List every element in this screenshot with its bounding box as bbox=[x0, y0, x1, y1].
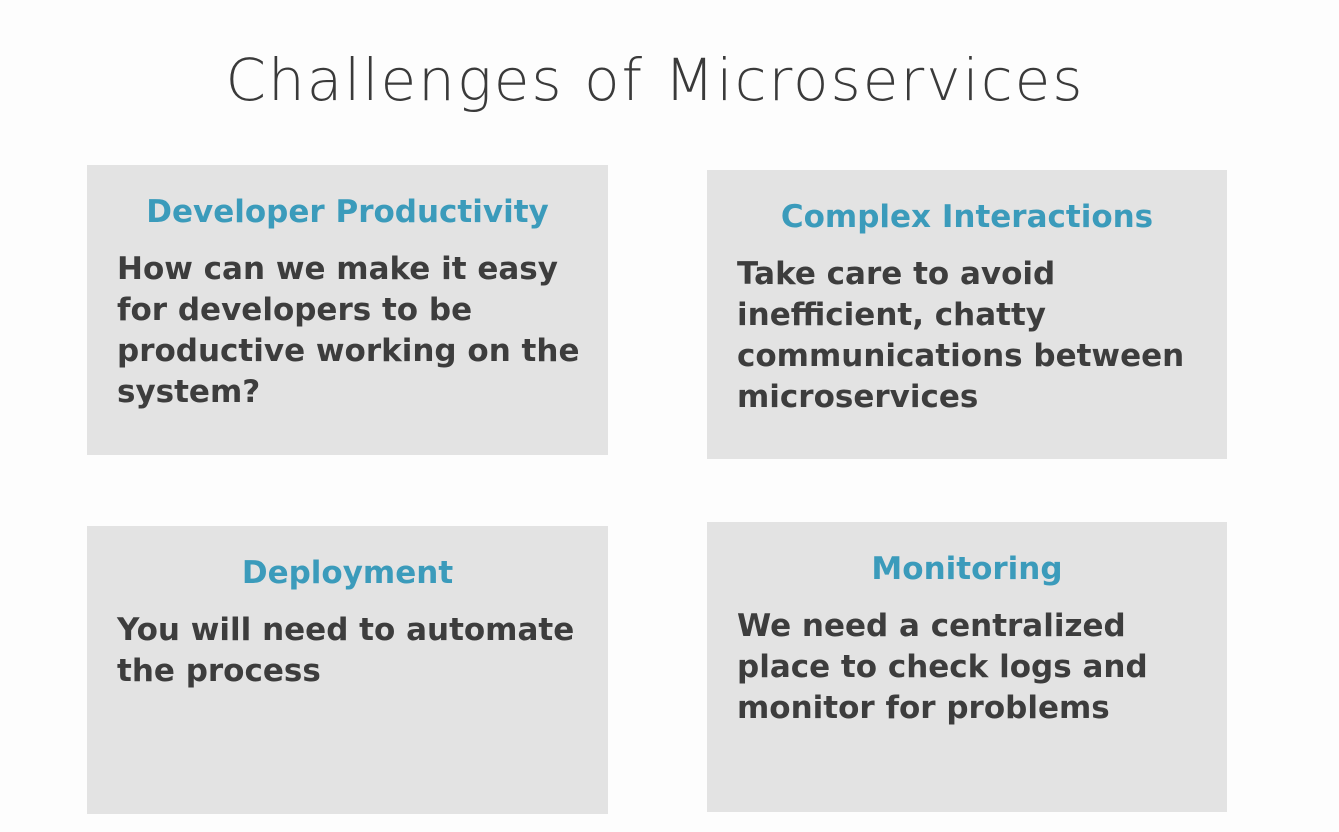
card-heading: Complex Interactions bbox=[780, 199, 1154, 235]
card-body: We need a centralized place to check log… bbox=[737, 608, 1148, 726]
card-monitoring: Monitoring We need a centralized place t… bbox=[707, 522, 1227, 812]
card-heading: Deployment bbox=[241, 555, 454, 591]
card-complex-interactions: Complex Interactions Take care to avoid … bbox=[707, 170, 1227, 459]
card-heading: Monitoring bbox=[871, 551, 1063, 587]
card-heading: Developer Productivity bbox=[146, 194, 549, 230]
card-body: How can we make it easy for developers t… bbox=[117, 251, 580, 410]
card-body: Take care to avoid inefficient, chatty c… bbox=[737, 256, 1185, 415]
card-body: You will need to automate the process bbox=[117, 612, 575, 689]
card-developer-productivity: Developer Productivity How can we make i… bbox=[87, 165, 608, 455]
slide-title: Challenges of Microservices bbox=[225, 46, 1085, 114]
card-deployment: Deployment You will need to automate the… bbox=[87, 526, 608, 814]
